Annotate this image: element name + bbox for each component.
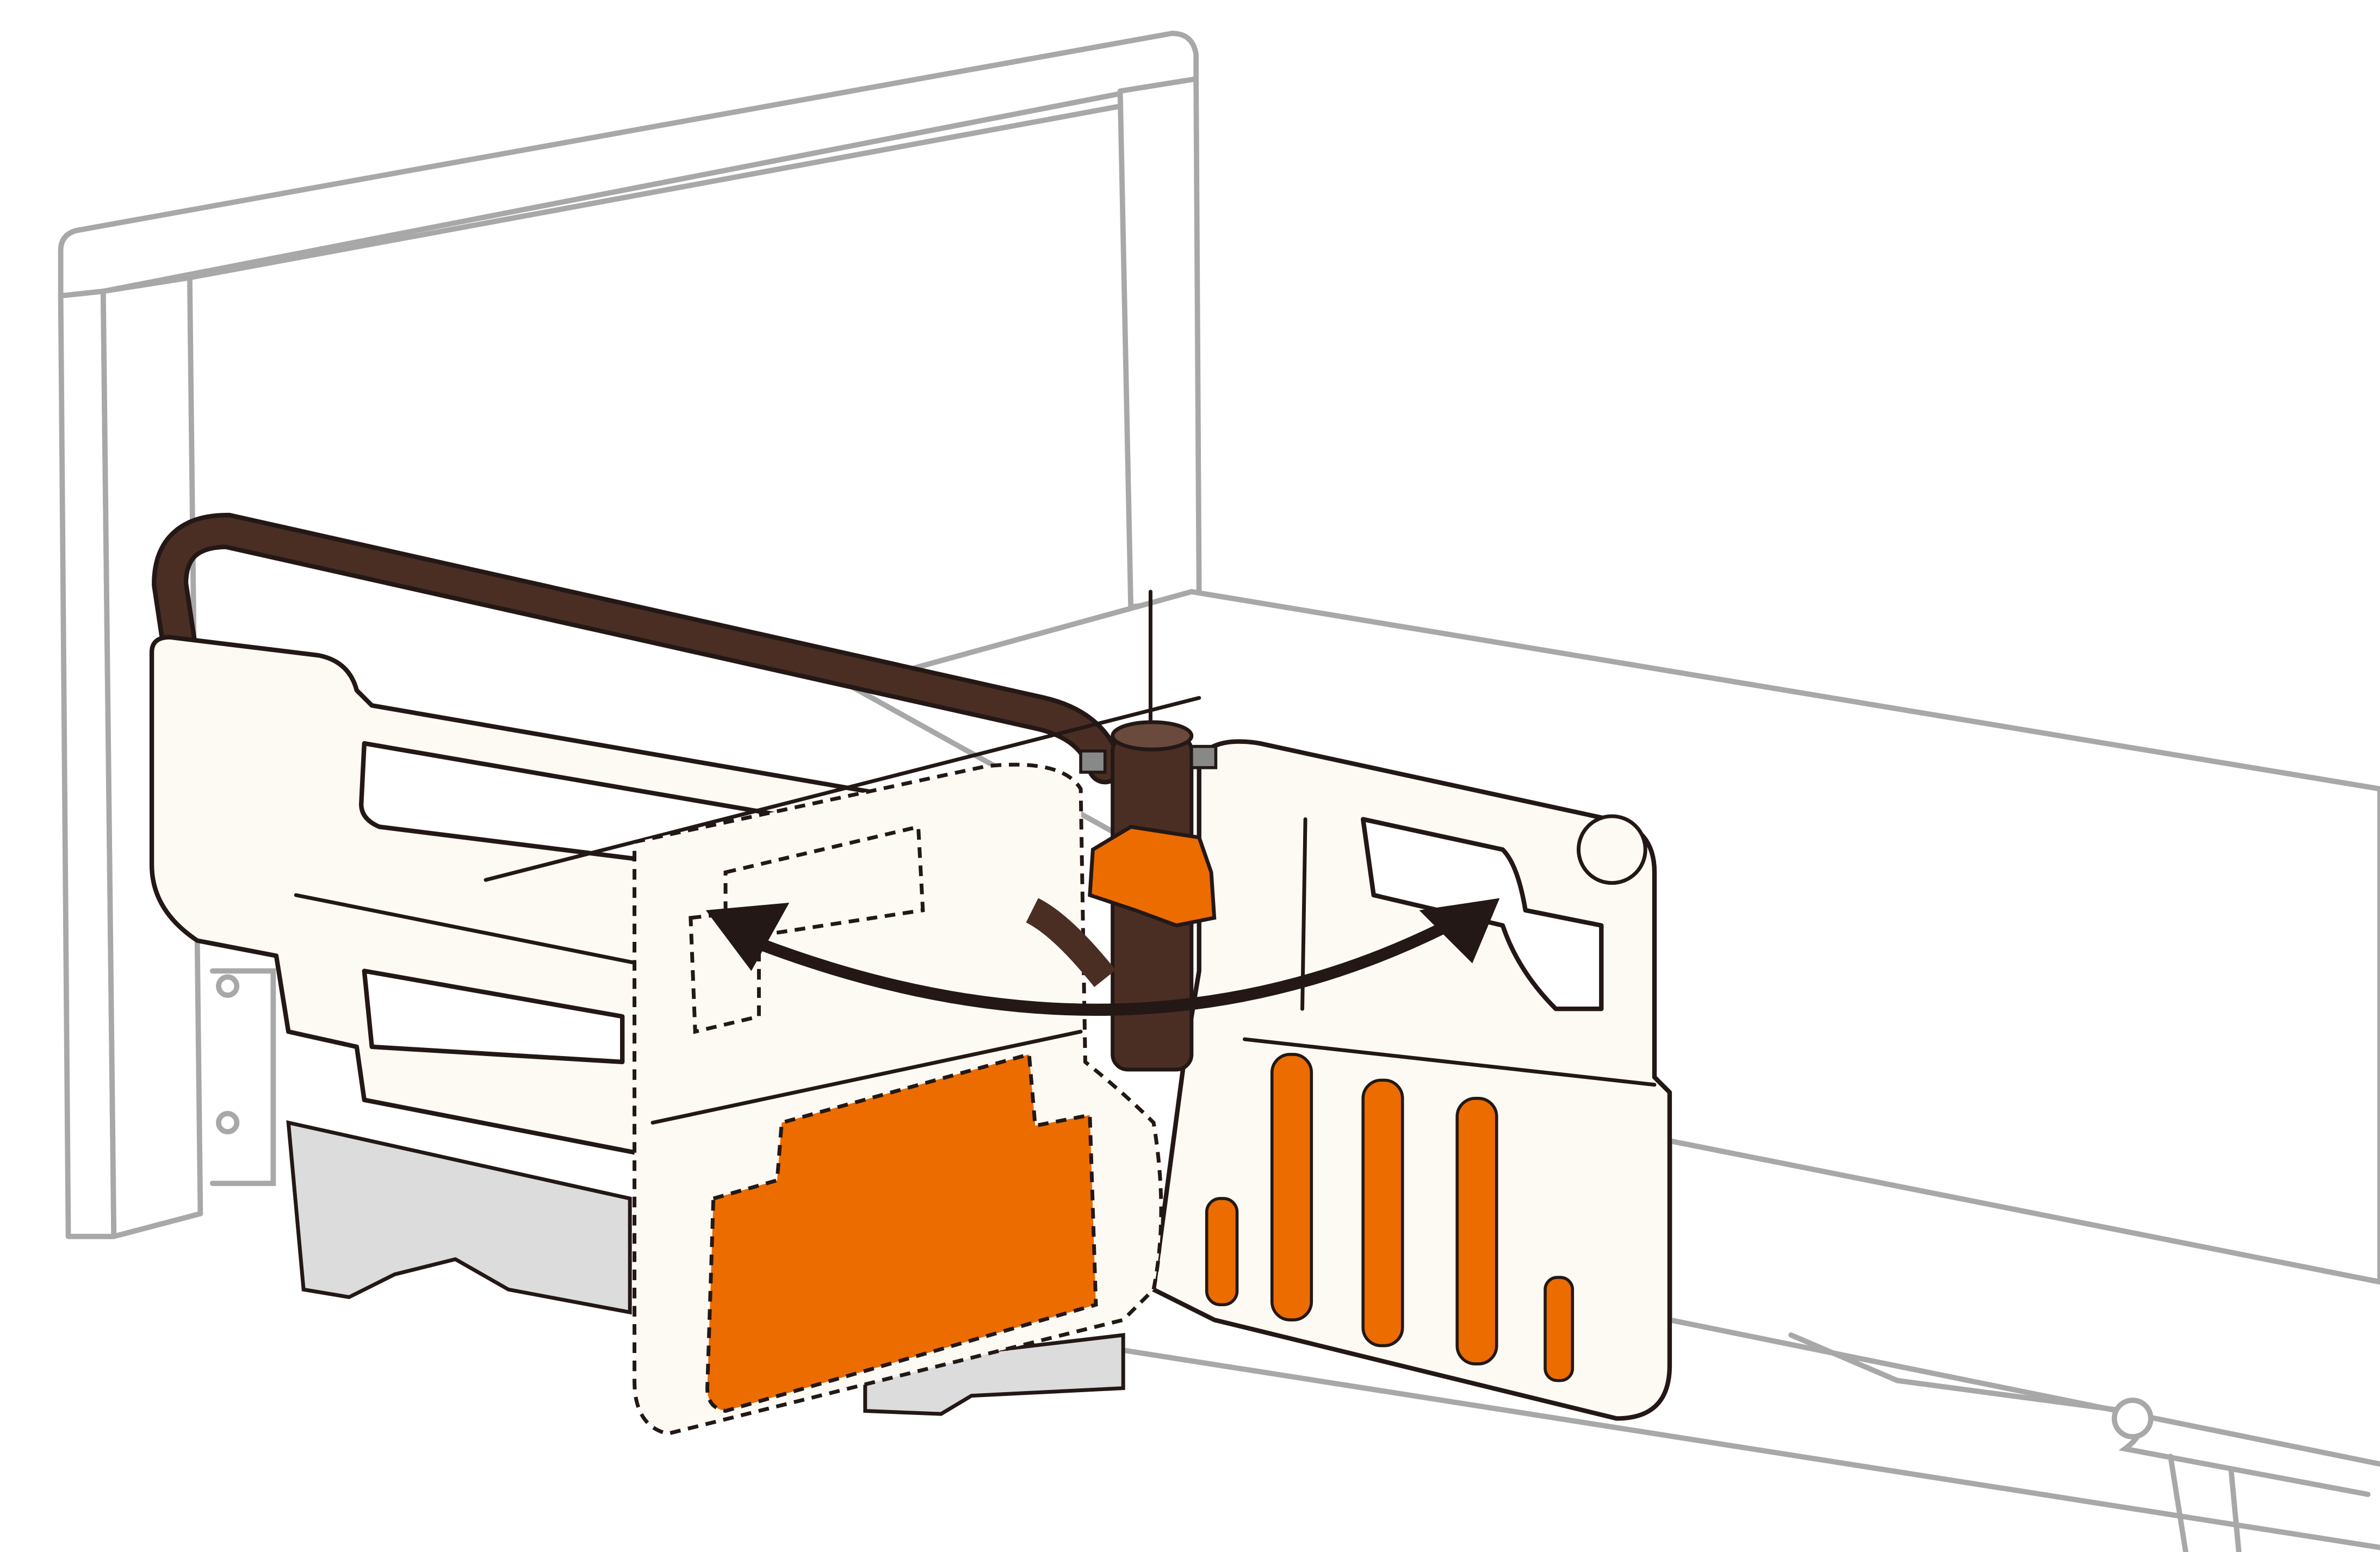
orange-clamp <box>1088 824 1217 928</box>
headboard <box>58 30 1202 1239</box>
pivot-post <box>1025 589 1218 1072</box>
rotation-arrow-icon <box>705 898 1500 1016</box>
orange-slots <box>1205 1053 1575 1382</box>
rotated-panel-outline <box>633 762 1163 1436</box>
front-rail-panel <box>1151 739 1672 1421</box>
orange-panel-block <box>705 1052 1098 1413</box>
rear-rail-panel <box>149 635 1201 1156</box>
